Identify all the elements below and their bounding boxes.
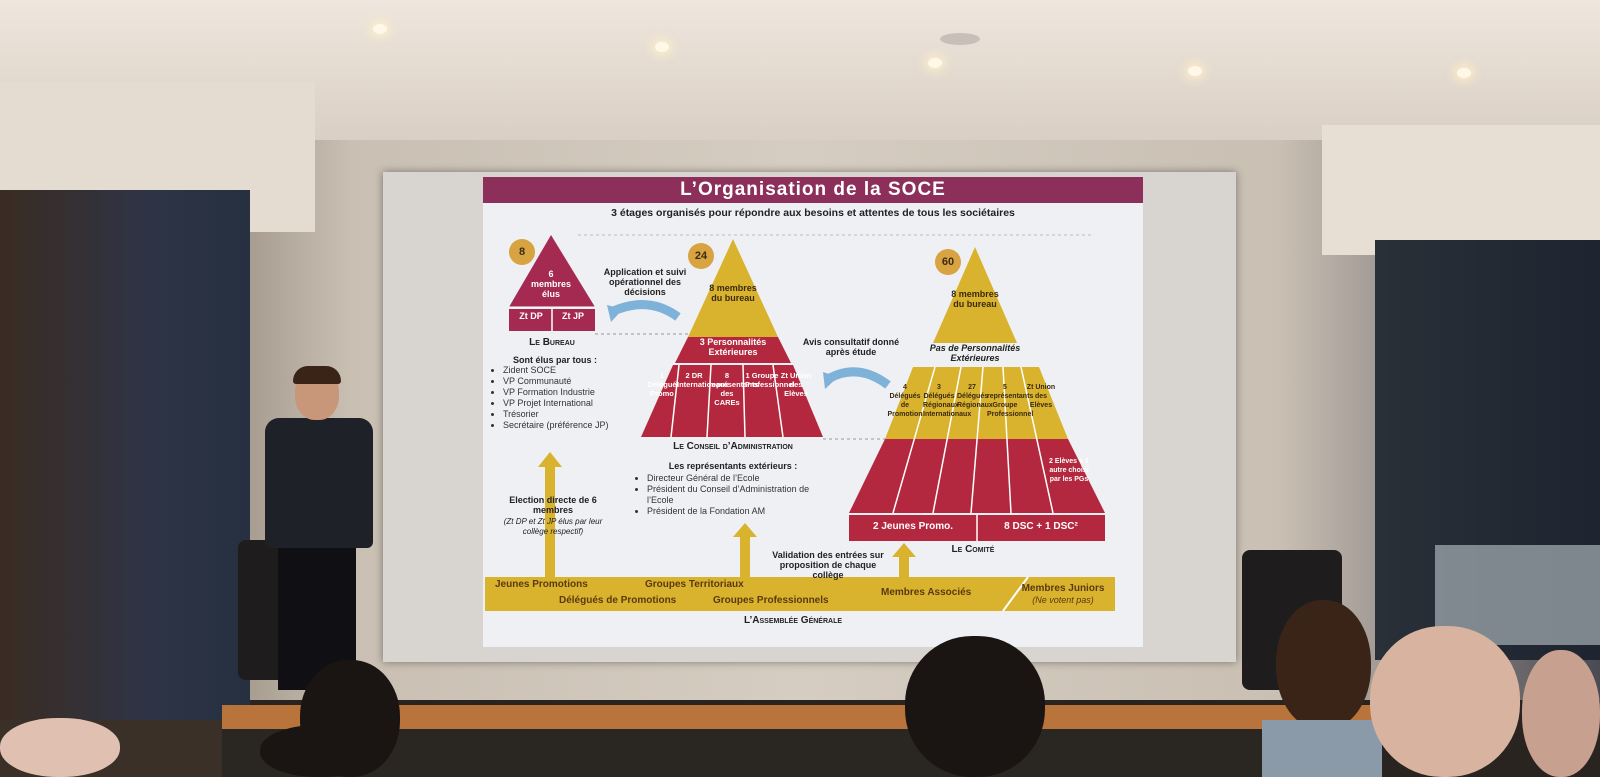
ceiling-light (655, 42, 669, 52)
comite-column: 5 représentants Groupe Professionnel (987, 384, 1034, 418)
validation-text: Validation des entrées sur proposition d… (772, 550, 884, 580)
ca-ext-title: Les représentants extérieurs : (668, 461, 798, 471)
ag-label: L’Assemblée Générale (743, 615, 843, 626)
comite-column: 27 Délégués Régionaux (957, 384, 993, 409)
bureau-pyramid (509, 235, 595, 307)
ca-middle (675, 337, 791, 363)
ag-item: Jeunes Promotions (495, 579, 588, 590)
ca-base (641, 365, 823, 437)
list-item: VP Communauté (503, 376, 653, 387)
presenter (265, 418, 373, 548)
arrow-election (545, 465, 555, 583)
bureau-label: Le Bureau (529, 337, 575, 348)
bureau-elected-list: Zident SOCE VP Communauté VP Formation I… (491, 365, 653, 431)
ag-item: Délégués de Promotions (559, 595, 677, 606)
bureau-count-badge: 8 (509, 239, 535, 265)
ca-middle-label: 3 Personnalités Extérieures (699, 337, 767, 357)
ca-count-badge: 24 (688, 243, 714, 269)
arrow-avis (825, 367, 891, 389)
list-item: Secrétaire (préférence JP) (503, 420, 653, 431)
comite-label: Le Comité (951, 544, 995, 555)
audience-head (0, 718, 120, 777)
bureau-elected-title: Sont élus par tous : (513, 355, 598, 365)
ag-item: Groupes Territoriaux (645, 579, 744, 590)
ca-column: Zt Union des Elèves (780, 371, 812, 398)
ag-item: Groupes Professionnels (713, 595, 829, 606)
audience-shoulder (1262, 720, 1382, 777)
slide: L’Organisation de la SOCE 3 étages organ… (483, 177, 1143, 647)
arrow-decisions-text: Application et suivi opérationnel des dé… (603, 267, 687, 297)
arrow-avis-text: Avis consultatif donné après étude (802, 337, 900, 357)
ca-label: Le Conseil d’Administration (673, 441, 793, 452)
ag-bar (485, 577, 1115, 611)
ag-juniors: Membres Juniors (1021, 583, 1105, 594)
bureau-zt-jp: Zt JP (561, 311, 584, 321)
left-curtain (0, 190, 250, 750)
stage-edge (222, 705, 1372, 729)
list-item: Président de la Fondation AM (647, 506, 827, 517)
comite-note: Pas de Personnalités Extérieures (929, 343, 1021, 363)
comite-bottom-left: 2 Jeunes Promo. (872, 521, 954, 532)
arrow-validation-comite (899, 555, 909, 583)
slide-title: L’Organisation de la SOCE (483, 177, 1143, 203)
comite-column: Zt Union des Elèves (1026, 384, 1056, 409)
bureau-zt-dp: Zt DP (519, 311, 543, 321)
comite-middle (885, 367, 1068, 439)
ca-column: 2 DR Internationaux (677, 371, 729, 389)
audience-head (1522, 650, 1600, 777)
ca-column: 8 représentants des CAREs (709, 371, 759, 407)
comite-bottom-right: 8 DSC + 1 DSC² (1004, 521, 1078, 532)
comite-column: 4 Délégués de Promotion (887, 384, 923, 418)
ca-top (688, 239, 778, 337)
audience-head (905, 636, 1045, 777)
org-diagram (485, 234, 1115, 612)
list-item: Zident SOCE (503, 365, 653, 376)
arrow-validation-ca (740, 535, 750, 583)
ca-column: 1 Groupe Professionnel (745, 371, 795, 389)
list-item: Directeur Général de l’Ecole (647, 473, 827, 484)
ceiling-soffit (1322, 125, 1600, 255)
list-item: Président du Conseil d’Administration de… (647, 484, 827, 506)
list-item: VP Projet International (503, 398, 653, 409)
ca-column: 1 Délégué Promo (647, 371, 677, 398)
bureau-top-label: 6 membres élus (530, 269, 572, 299)
ceiling-light (1457, 68, 1471, 78)
comite-top-label: 8 membres du bureau (951, 289, 999, 309)
ceiling-light (1188, 66, 1202, 76)
audience-head (1370, 626, 1520, 777)
stage-front (222, 729, 1372, 777)
presenter-hair (293, 366, 341, 384)
ca-ext-list: Directeur Général de l’Ecole Président d… (635, 473, 827, 517)
ag-item: Membres Associés (881, 587, 972, 598)
election-note: (Zt DP et Zt JP élus par leur collège re… (503, 517, 603, 536)
comite-top (933, 247, 1017, 343)
audience-head (260, 725, 380, 777)
list-item: Trésorier (503, 409, 653, 420)
comite-column: 3 Délégués Régionaux Internationaux (923, 384, 972, 418)
comite-count-badge: 60 (935, 249, 961, 275)
comite-column: 2 Elèves + 1 autre choisi par les PGs (1049, 458, 1089, 483)
slide-subtitle: 3 étages organisés pour répondre aux bes… (611, 207, 1015, 219)
ca-top-label: 8 membres du bureau (709, 283, 757, 303)
audience-head (1276, 600, 1371, 730)
ceiling-light (928, 58, 942, 68)
list-item: VP Formation Industrie (503, 387, 653, 398)
ceiling-light (373, 24, 387, 34)
election-text: Election directe de 6 membres (509, 495, 597, 515)
ceiling-vent (940, 33, 980, 45)
ag-juniors-note: (Ne votent pas) (1032, 595, 1094, 605)
